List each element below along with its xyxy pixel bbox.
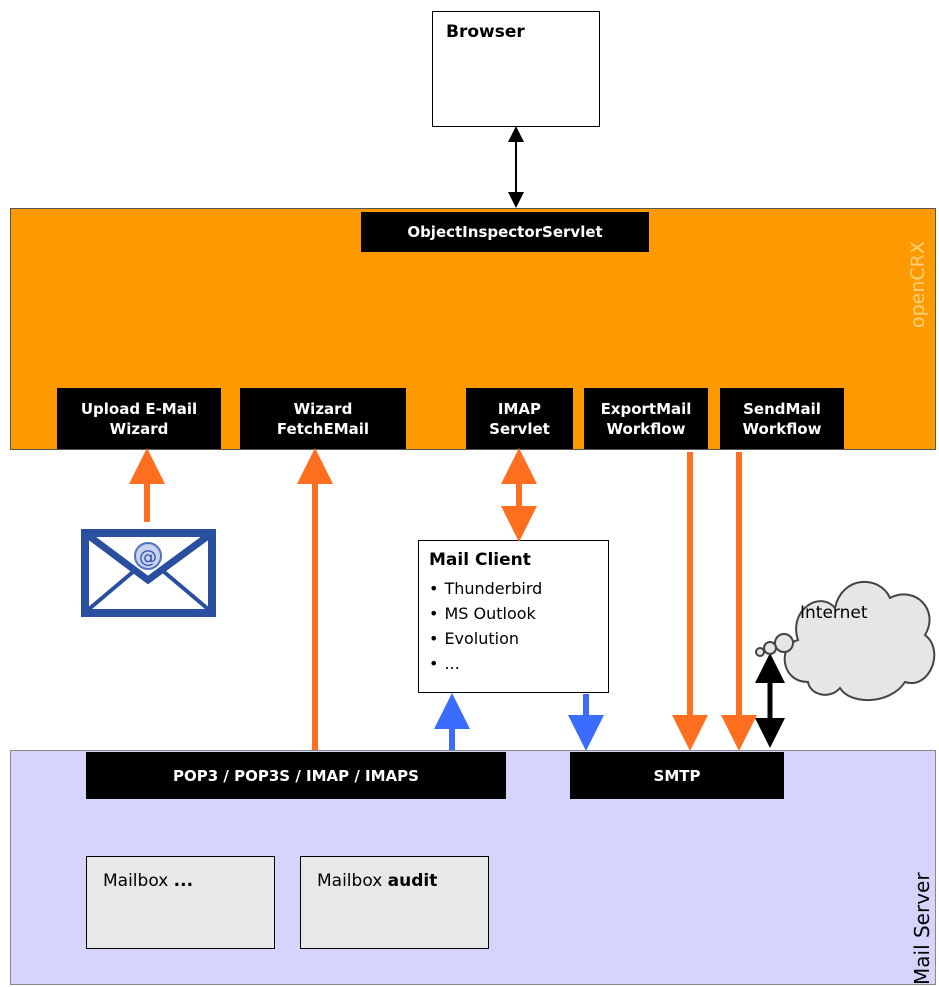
mailbox-label: Mailbox: [103, 871, 174, 891]
object-inspector-servlet: ObjectInspectorServlet: [361, 212, 649, 252]
cloud-icon: [755, 581, 936, 701]
mail-client-title: Mail Client: [429, 550, 531, 570]
mailbox-generic: Mailbox ...: [86, 856, 275, 949]
mailbox-name: ...: [173, 871, 194, 891]
browser-label: Browser: [446, 22, 525, 42]
mailbox-label: Mailbox: [317, 871, 388, 891]
svg-text:@: @: [139, 547, 157, 568]
send-mail-workflow: SendMail Workflow: [720, 388, 844, 449]
mail-client-item: Thunderbird: [429, 576, 542, 601]
browser-box: Browser: [432, 11, 600, 127]
mail-client-box: Mail Client Thunderbird MS Outlook Evolu…: [418, 540, 609, 693]
export-mail-workflow: ExportMail Workflow: [584, 388, 708, 449]
mail-client-item: MS Outlook: [429, 601, 542, 626]
mailbox-audit: Mailbox audit: [300, 856, 489, 949]
mail-client-item: ...: [429, 651, 542, 676]
envelope-icon: @: [81, 529, 216, 617]
mail-client-item: Evolution: [429, 626, 542, 651]
internet-label: Internet: [800, 603, 868, 623]
smtp-block: SMTP: [570, 752, 784, 799]
mailbox-name: audit: [387, 871, 438, 891]
mail-client-list: Thunderbird MS Outlook Evolution ...: [429, 576, 542, 676]
wizard-fetch-email: Wizard FetchEMail: [240, 388, 406, 449]
upload-email-wizard: Upload E-Mail Wizard: [57, 388, 221, 449]
imap-servlet: IMAP Servlet: [466, 388, 573, 449]
pop3-imap-block: POP3 / POP3S / IMAP / IMAPS: [86, 752, 506, 799]
